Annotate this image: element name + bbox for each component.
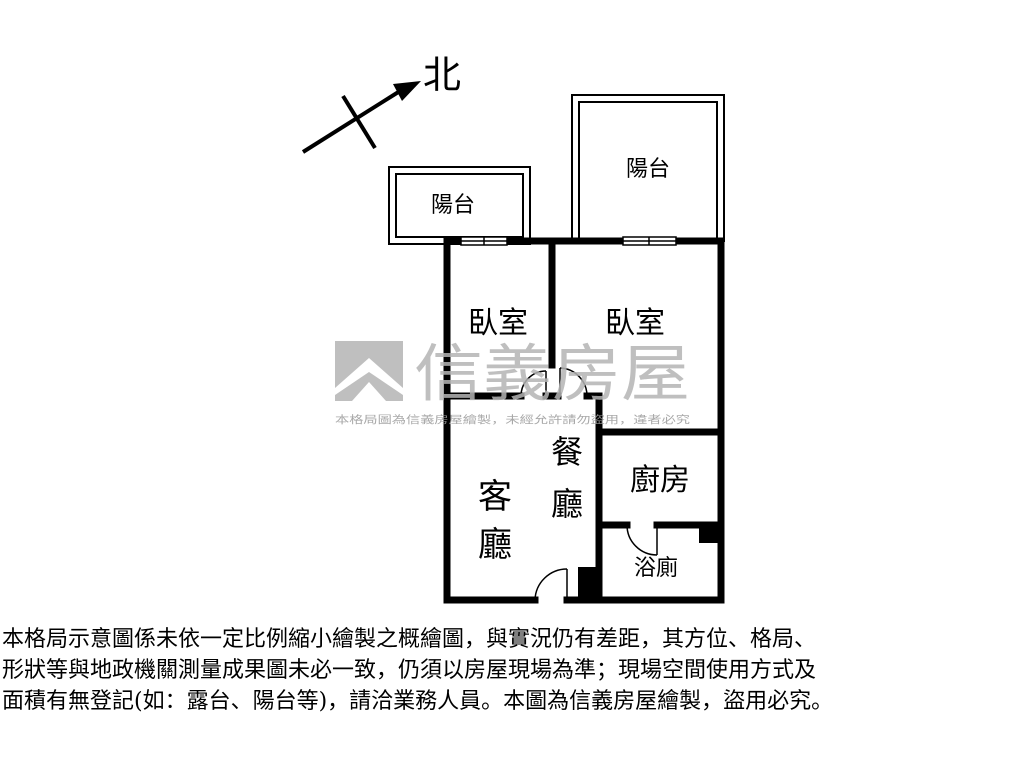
column-entrance <box>578 567 598 601</box>
door-bathroom <box>626 524 658 556</box>
dining-label-line1: 餐 <box>551 433 583 471</box>
living-label-line1: 客 <box>478 477 512 517</box>
column-bathroom <box>699 525 721 543</box>
compass-north-label: 北 <box>423 53 461 97</box>
bedroom-right-label: 臥室 <box>605 306 665 341</box>
watermark-brand: 信義房屋 <box>414 337 690 410</box>
compass-cross-bar <box>341 94 377 150</box>
watermark-notice: 本格局圖為信義房屋繪製，未經允許請勿盜用，違者必究 <box>335 413 691 426</box>
door-bedroom-left <box>520 370 547 397</box>
compass-arrow-shaft <box>301 89 402 154</box>
door-entrance <box>534 568 568 601</box>
disclaimer: 本格局示意圖係未依一定比例縮小繪製之概繪圖，與實況仍有差距，其方位、格局、 形狀… <box>2 624 1022 717</box>
disclaimer-line-3: 面積有無登記(如：露台、陽台等)，請洽業務人員。本圖為信義房屋繪製，盜用必究。 <box>2 689 834 714</box>
watermark: 信義房屋 本格局圖為信義房屋繪製，未經允許請勿盜用，違者必究 <box>335 337 691 426</box>
floor-plan: 北 陽台 陽台 <box>301 53 725 604</box>
door-bedroom-right <box>559 367 588 397</box>
kitchen-label: 廚房 <box>630 463 690 498</box>
sliding-door-left <box>460 236 508 246</box>
compass: 北 <box>301 53 461 154</box>
disclaimer-line-1: 本格局示意圖係未依一定比例縮小繪製之概繪圖，與實況仍有差距，其方位、格局、 <box>2 627 817 652</box>
sinyi-logo-icon <box>335 341 403 401</box>
bedroom-left-label: 臥室 <box>468 306 528 341</box>
dining-label-line2: 廳 <box>551 485 583 523</box>
sliding-door-right <box>622 236 677 246</box>
balcony-left-label: 陽台 <box>431 193 475 218</box>
living-label-line2: 廳 <box>478 525 512 565</box>
disclaimer-line-2: 形狀等與地政機關測量成果圖未必一致，仍須以房屋現場為準；現場空間使用方式及 <box>2 658 817 683</box>
balcony-right-label: 陽台 <box>626 157 670 182</box>
compass-arrow-head <box>393 81 421 101</box>
bathroom-label: 浴廁 <box>634 556 678 581</box>
